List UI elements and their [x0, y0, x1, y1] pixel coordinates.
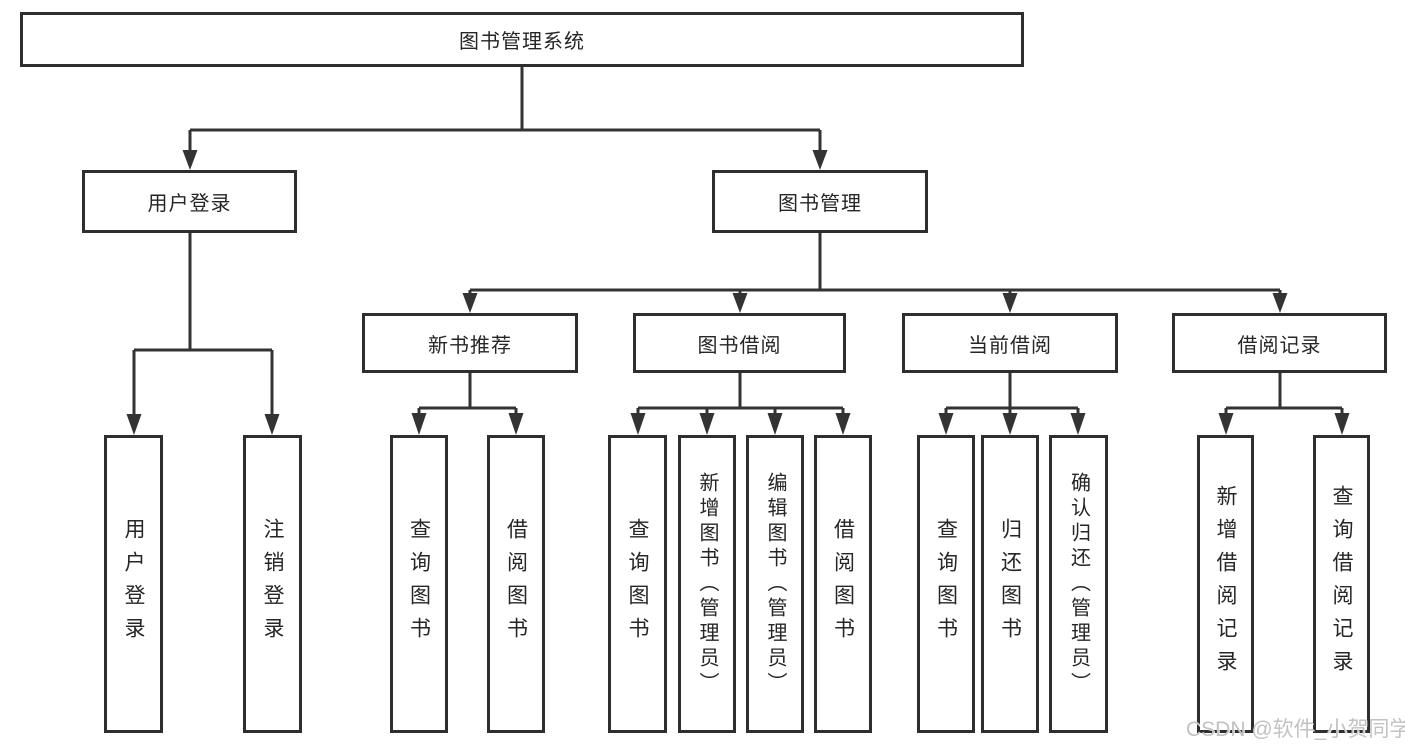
arrowhead — [732, 293, 748, 313]
node-book-borrow: 图书借阅 — [633, 313, 846, 373]
node-leaf-bb-query: 查询图书 — [608, 435, 667, 733]
arrowhead — [462, 293, 478, 313]
node-current-borrow-label: 当前借阅 — [968, 334, 1052, 357]
node-borrow-records: 借阅记录 — [1172, 313, 1387, 373]
node-book-borrow-label: 图书借阅 — [697, 334, 782, 357]
node-leaf-bb-add: 新增图书（管理员） — [678, 435, 736, 733]
node-root-label: 图书管理系统 — [459, 31, 585, 53]
arrowhead — [126, 414, 142, 435]
node-leaf-cb-confirm: 确认归还（管理员） — [1049, 435, 1108, 733]
edge-current-borrow-to-children — [938, 373, 1086, 435]
arrowhead — [767, 413, 783, 435]
node-leaf-rec-query: 查询图书 — [390, 435, 448, 733]
arrowhead — [812, 150, 828, 170]
node-leaf-user-login-label: 用户登录 — [122, 518, 145, 650]
arrowhead — [508, 413, 524, 435]
node-leaf-cb-return-label: 归还图书 — [998, 518, 1022, 650]
edge-user-login-to-children — [126, 233, 280, 435]
arrowhead — [1272, 293, 1288, 313]
edge-book-borrow-to-children — [630, 373, 851, 435]
arrowhead — [264, 414, 280, 435]
node-leaf-bb-borrow-label: 借阅图书 — [831, 518, 855, 650]
arrowhead — [938, 413, 954, 435]
node-leaf-bb-borrow: 借阅图书 — [814, 435, 872, 733]
edge-new-book-rec-to-children — [411, 373, 524, 435]
node-borrow-records-label: 借阅记录 — [1237, 334, 1322, 357]
node-leaf-cb-return: 归还图书 — [981, 435, 1039, 733]
arrowhead — [1070, 413, 1086, 435]
node-book-mgmt: 图书管理 — [712, 170, 928, 233]
edge-book-mgmt-to-level3 — [462, 233, 1288, 313]
node-book-mgmt-label: 图书管理 — [778, 193, 862, 215]
node-leaf-bb-query-label: 查询图书 — [626, 518, 649, 650]
node-leaf-cb-query-label: 查询图书 — [934, 518, 958, 650]
arrowhead — [835, 413, 851, 435]
arrowhead — [411, 413, 427, 435]
node-leaf-bb-edit-label: 编辑图书（管理员） — [764, 471, 786, 697]
node-leaf-rec-query-label: 查询图书 — [407, 518, 431, 650]
node-user-login: 用户登录 — [82, 170, 297, 233]
edge-line — [417, 373, 518, 414]
node-leaf-logout-label: 注销登录 — [261, 518, 284, 650]
node-leaf-cb-confirm-label: 确认归还（管理员） — [1067, 471, 1090, 697]
csdn-watermark: CSDN @软件_小贺同学 — [1186, 718, 1405, 741]
edge-line — [636, 373, 845, 414]
node-new-book-rec: 新书推荐 — [362, 313, 578, 373]
node-leaf-rec-borrow-label: 借阅图书 — [504, 518, 528, 650]
arrowhead — [1002, 293, 1018, 313]
node-leaf-bb-edit: 编辑图书（管理员） — [746, 435, 804, 733]
node-current-borrow: 当前借阅 — [902, 313, 1118, 373]
arrowhead — [630, 413, 646, 435]
node-leaf-br-add: 新增借阅记录 — [1197, 435, 1254, 733]
edge-line — [944, 373, 1080, 414]
arrowhead — [182, 150, 198, 170]
node-leaf-bb-add-label: 新增图书（管理员） — [696, 471, 718, 697]
arrowhead — [1334, 413, 1350, 435]
node-leaf-logout: 注销登录 — [243, 435, 302, 733]
node-leaf-br-add-label: 新增借阅记录 — [1214, 485, 1237, 683]
node-leaf-rec-borrow: 借阅图书 — [487, 435, 545, 733]
node-leaf-user-login: 用户登录 — [104, 435, 163, 733]
edge-line — [132, 233, 274, 416]
arrowhead — [1002, 413, 1018, 435]
edge-line — [1224, 373, 1344, 414]
arrowhead — [1218, 413, 1234, 435]
arrowhead — [699, 413, 715, 435]
node-leaf-br-query: 查询借阅记录 — [1313, 435, 1370, 733]
node-new-book-rec-label: 新书推荐 — [428, 334, 512, 357]
edge-root-to-level2 — [182, 67, 828, 170]
node-user-login-label: 用户登录 — [147, 193, 232, 215]
edge-borrow-records-to-children — [1218, 373, 1350, 435]
edge-line — [468, 233, 1282, 296]
node-leaf-br-query-label: 查询借阅记录 — [1330, 485, 1353, 683]
node-root: 图书管理系统 — [20, 12, 1024, 67]
node-leaf-cb-query: 查询图书 — [917, 435, 975, 733]
edge-line — [188, 67, 822, 152]
